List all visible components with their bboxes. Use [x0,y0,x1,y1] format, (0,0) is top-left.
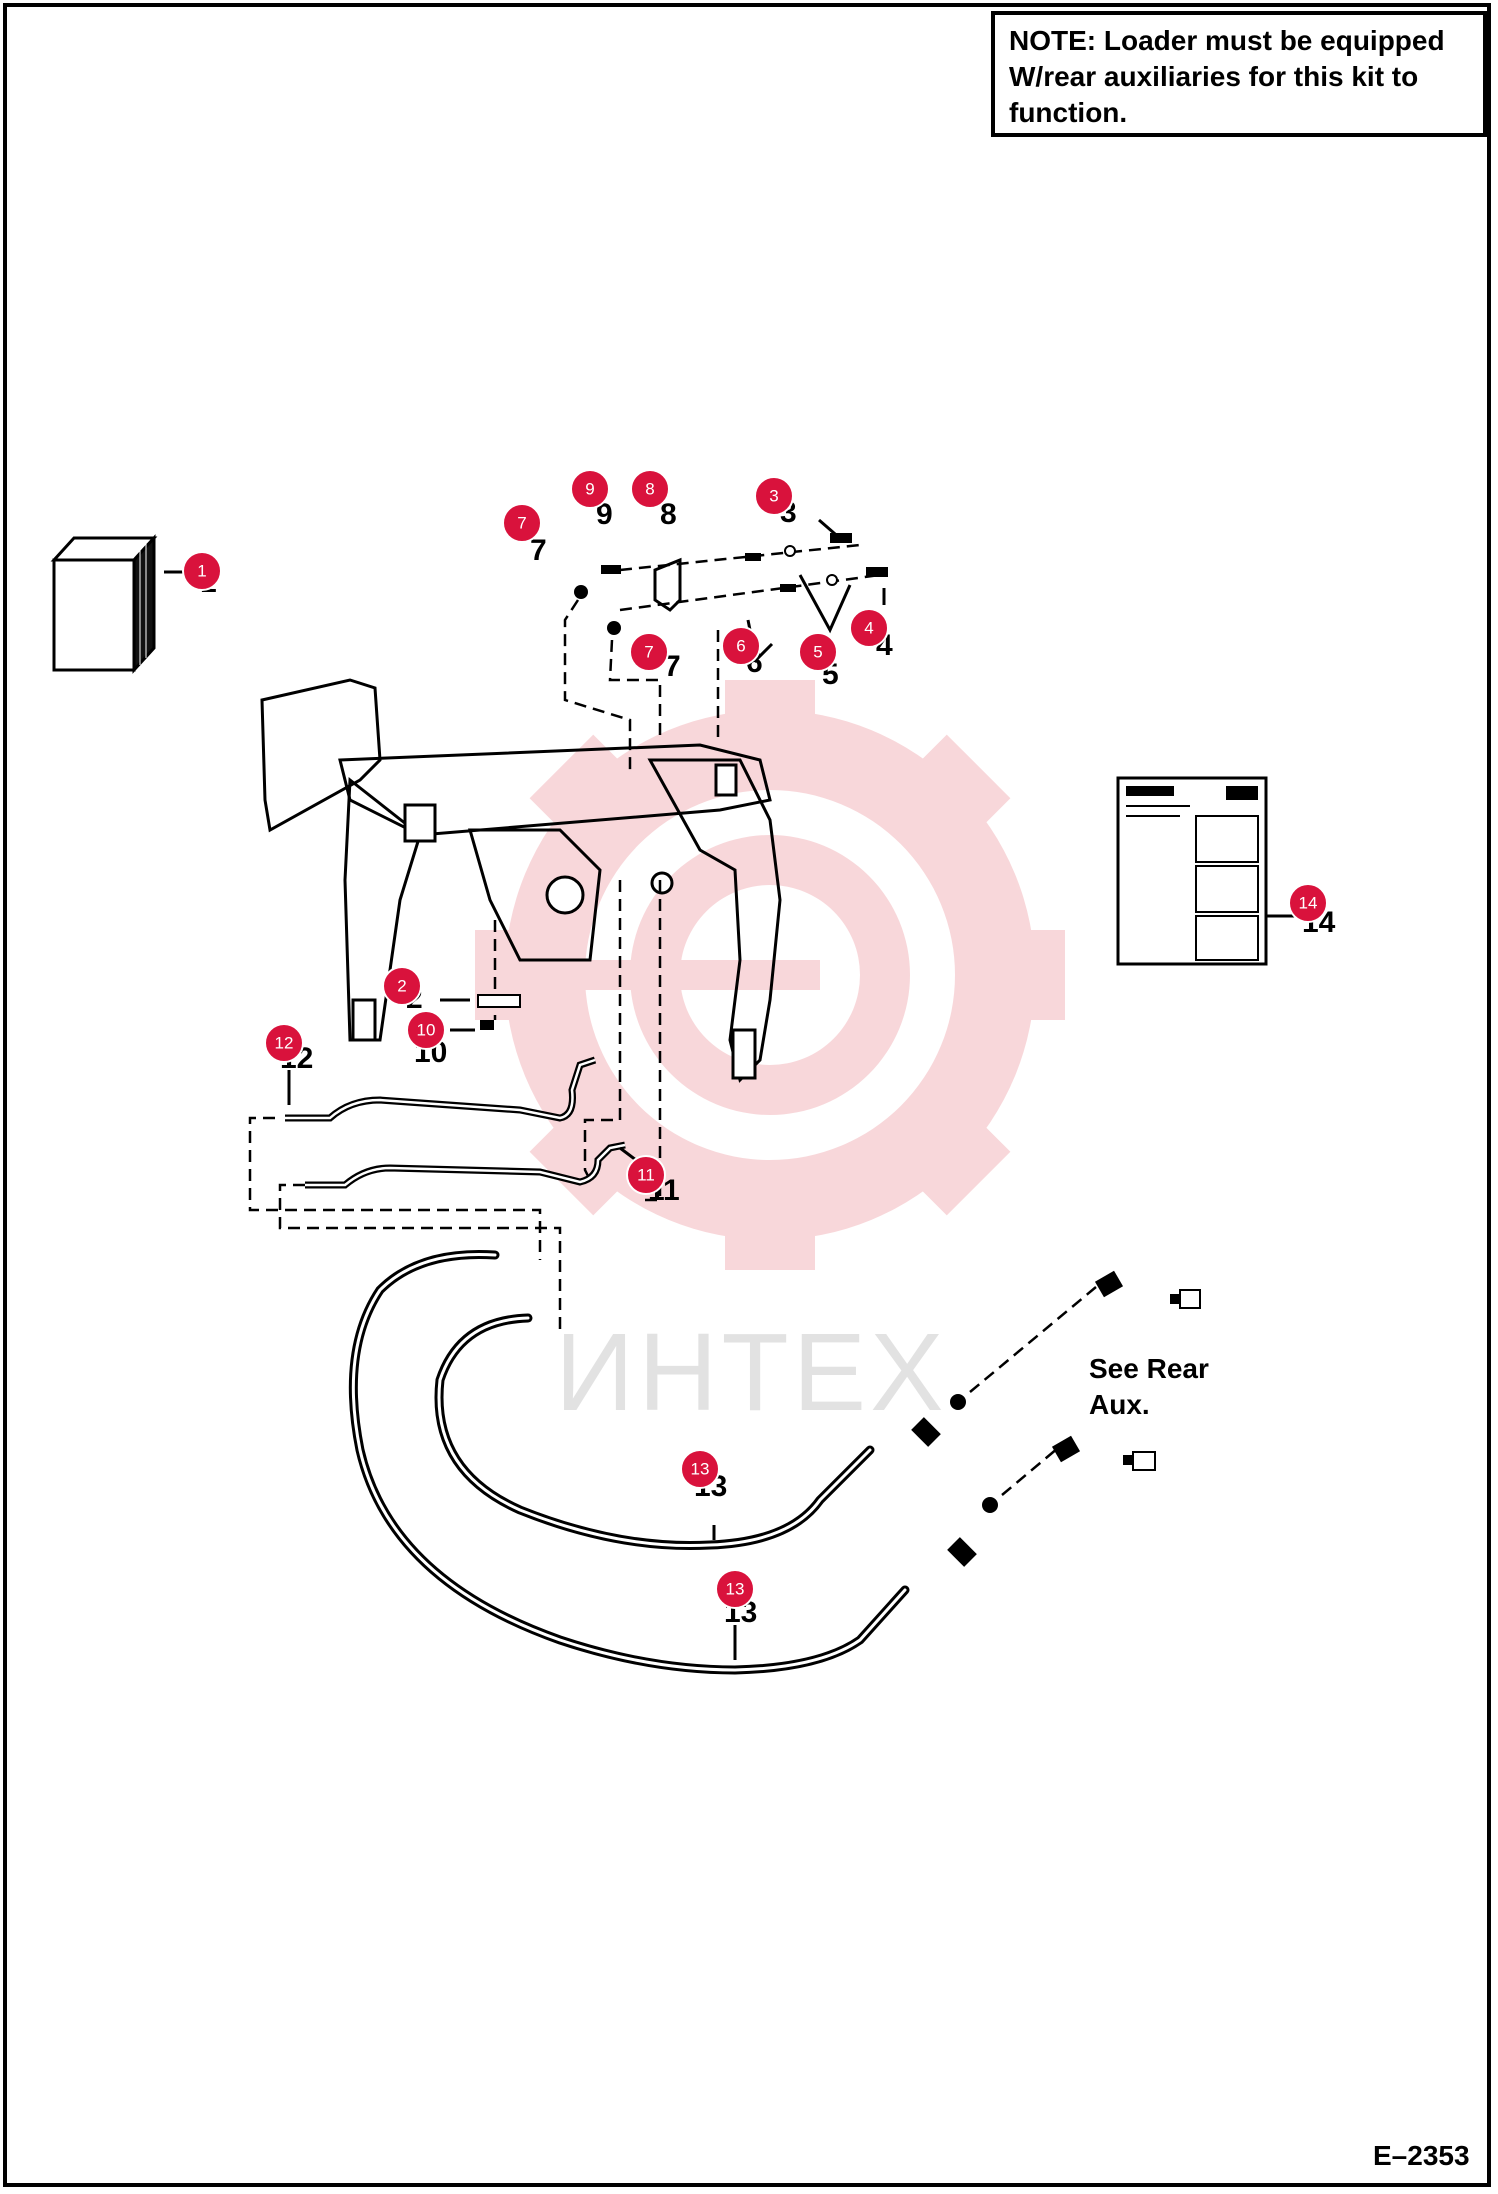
part-number-7a: 7 [530,534,547,567]
watermark-text: ИНТЕХ [555,1311,947,1434]
callout-13a[interactable]: 13 [680,1449,720,1489]
callout-14[interactable]: 14 [1288,883,1328,923]
svg-text:6: 6 [736,637,745,656]
callout-8[interactable]: 8 [630,469,670,509]
svg-text:13: 13 [726,1580,745,1599]
svg-text:8: 8 [645,480,654,499]
part-number-9: 9 [596,498,613,531]
part-number-8: 8 [660,498,677,531]
note-line-1: NOTE: Loader must be equipped [1009,25,1445,56]
callout-7a[interactable]: 7 [502,503,542,543]
see-rear-aux-line-1: See Rear [1089,1353,1209,1384]
svg-text:4: 4 [864,619,873,638]
page-border [3,3,1491,2187]
decal-sheet [1116,776,1300,966]
callout-5[interactable]: 5 [798,632,838,672]
svg-text:1: 1 [197,562,206,581]
callout-3[interactable]: 3 [754,476,794,516]
part-number-7b: 7 [664,650,681,683]
see-rear-aux-line-2: Aux. [1089,1389,1150,1420]
note-line-3: function. [1009,97,1128,128]
svg-text:7: 7 [644,643,653,662]
callout-4[interactable]: 4 [849,608,889,648]
callout-9[interactable]: 9 [570,469,610,509]
svg-text:10: 10 [417,1021,436,1040]
figure-code: E–2353 [1373,2140,1470,2171]
steel-tubes [285,1056,637,1189]
callout-6[interactable]: 6 [721,626,761,666]
svg-text:3: 3 [769,487,778,506]
callout-11[interactable]: 11 [626,1155,666,1195]
note-box: NOTE: Loader must be equipped W/rear aux… [991,11,1487,137]
svg-text:12: 12 [275,1034,294,1053]
callout-12[interactable]: 12 [264,1023,304,1063]
watermark-gear-logo [475,680,1065,1270]
callout-10[interactable]: 10 [406,1010,446,1050]
svg-text:14: 14 [1299,894,1318,913]
loader-frame [260,678,782,1083]
callout-2[interactable]: 2 [382,966,422,1006]
small-fittings [440,994,521,1032]
svg-text:5: 5 [813,643,822,662]
callout-1[interactable]: 1 [182,551,222,591]
valve-cluster [574,518,888,664]
svg-text:9: 9 [585,480,594,499]
callouts: 1 2 3 4 5 6 7 7 8 9 10 11 12 13 13 14 [182,469,1328,1609]
callout-7b[interactable]: 7 [629,632,669,672]
callout-13b[interactable]: 13 [715,1569,755,1609]
svg-text:2: 2 [397,977,406,996]
svg-text:7: 7 [517,514,526,533]
svg-text:11: 11 [637,1166,655,1185]
manual-box [50,534,188,674]
dashed-routing-lines [248,599,720,1330]
note-line-2: W/rear auxiliaries for this kit to [1009,61,1419,92]
hoses [348,1249,1201,1675]
svg-text:13: 13 [691,1460,710,1479]
